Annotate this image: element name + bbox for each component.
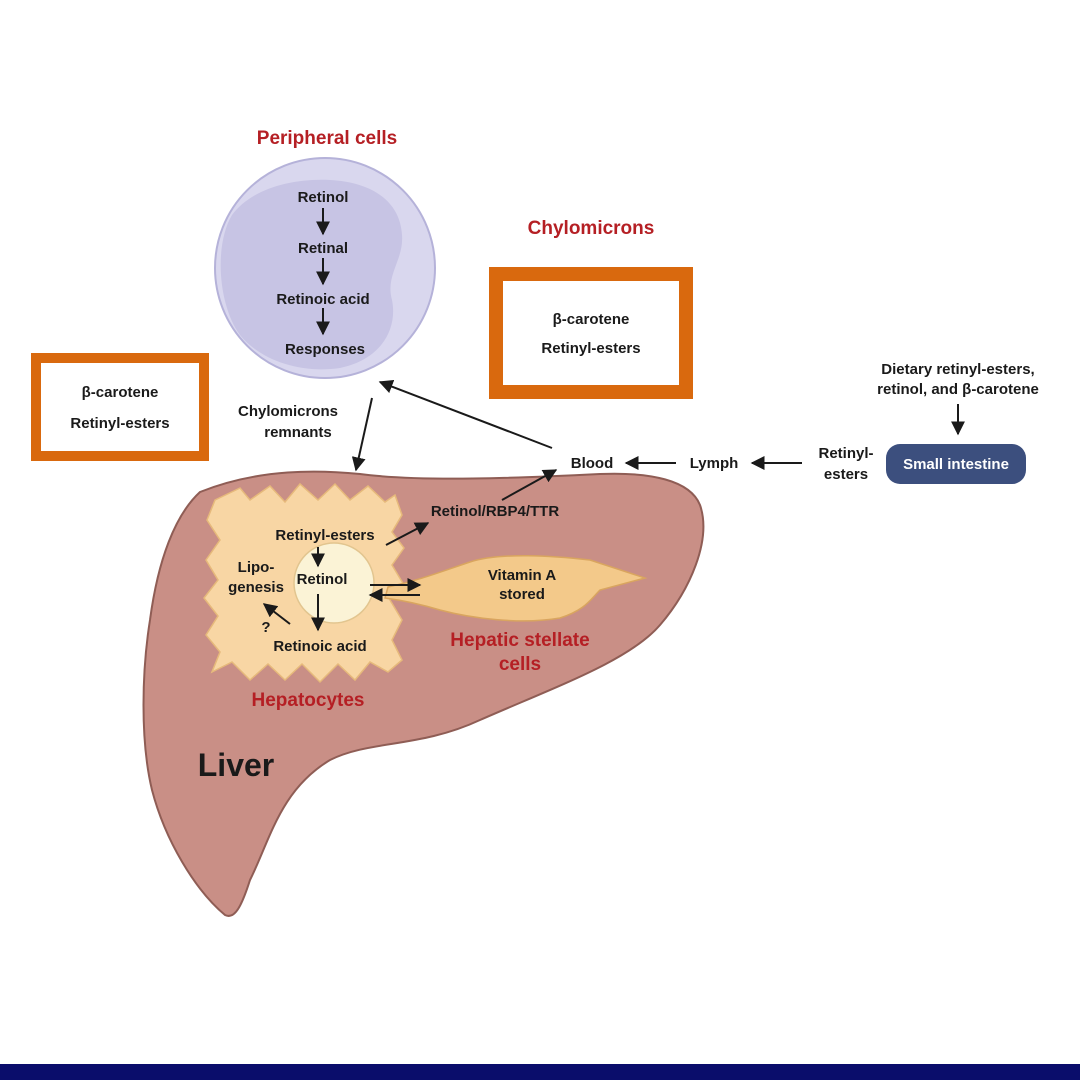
vitamin-a-label-1: Vitamin A — [488, 567, 557, 584]
hep-lipogenesis-1: Lipo- — [238, 559, 275, 576]
vitamin-a-label-2: stored — [499, 586, 545, 603]
stellate-cell — [384, 555, 648, 622]
peripheral-step-1: Retinol — [298, 189, 349, 206]
arrow-liver-blood — [501, 469, 558, 501]
small-intestine-pill — [886, 444, 1026, 484]
left-box-line1: β-carotene — [82, 384, 159, 401]
remnants-label-2: remnants — [264, 424, 332, 441]
peripheral-cells-label: Peripheral cells — [257, 128, 397, 149]
dietary-label-2: retinol, and β-carotene — [877, 381, 1039, 398]
left-box-border — [31, 353, 209, 461]
hep-question: ? — [261, 619, 270, 636]
hep-lipogenesis-2: genesis — [228, 579, 284, 596]
peripheral-step-3: Retinoic acid — [276, 291, 369, 308]
hepatic-stellate-label-2: cells — [499, 654, 541, 675]
chylomicron-box-border — [489, 267, 693, 399]
chylomicron-box-line1: β-carotene — [553, 311, 630, 328]
chylomicron-box-line2: Retinyl-esters — [541, 340, 640, 357]
peripheral-step-4: Responses — [285, 341, 365, 358]
liver-label: Liver — [198, 747, 274, 783]
lymph-label: Lymph — [690, 455, 739, 472]
hepatocytes-label: Hepatocytes — [252, 690, 365, 711]
small-intestine-label: Small intestine — [903, 456, 1009, 473]
intestine-esters-label-1: Retinyl- — [818, 445, 873, 462]
retinol-rbp4-label: Retinol/RBP4/TTR — [431, 503, 560, 520]
left-box-line2: Retinyl-esters — [70, 415, 169, 432]
dietary-label-1: Dietary retinyl-esters, — [881, 361, 1034, 378]
hepatic-stellate-label-1: Hepatic stellate — [450, 630, 589, 651]
peripheral-cell-inner — [220, 179, 403, 370]
hep-retinoic-acid: Retinoic acid — [273, 638, 366, 655]
arrow-retinoic-lipogenesis — [262, 603, 291, 625]
bottom-bar — [0, 1064, 1080, 1080]
blood-label: Blood — [571, 455, 614, 472]
arrow-remnants-liver — [351, 397, 373, 472]
peripheral-step-2: Retinal — [298, 240, 348, 257]
hep-retinyl-esters: Retinyl-esters — [275, 527, 374, 544]
arrow-blood-peripheral — [378, 379, 553, 449]
intestine-esters-label-2: esters — [824, 466, 868, 483]
remnants-label-1: Chylomicrons — [238, 403, 338, 420]
hep-retinol: Retinol — [297, 571, 348, 588]
chylomicrons-title: Chylomicrons — [528, 218, 655, 239]
arrow-hepatocyte-rbp4 — [385, 522, 430, 546]
